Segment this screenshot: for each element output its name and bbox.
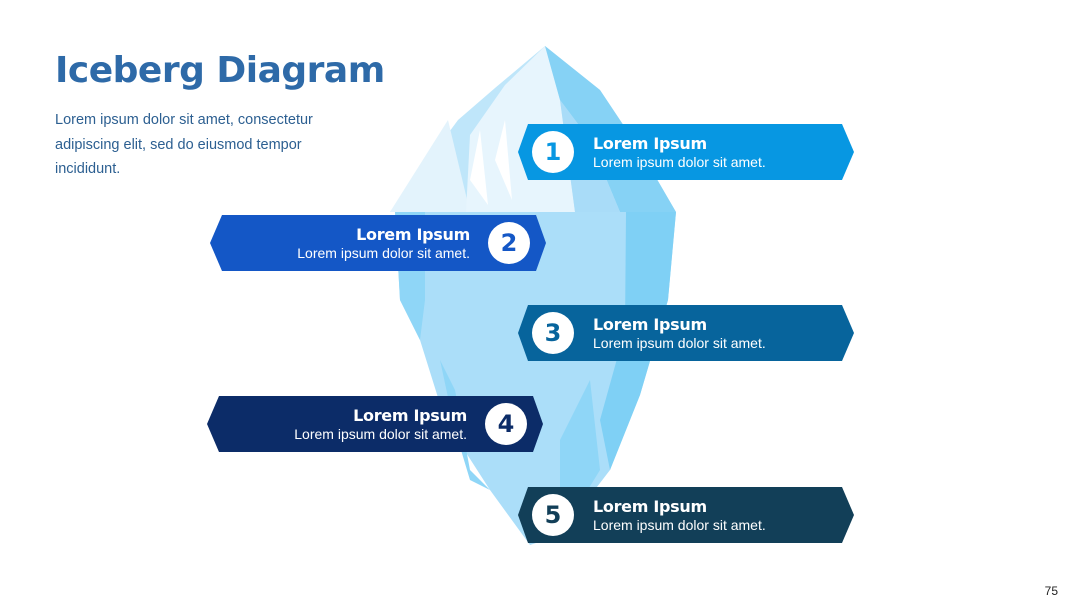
banner-shape: [518, 305, 854, 361]
iceberg-tip-left-face: [390, 120, 470, 212]
banner-shape: [210, 215, 546, 271]
iceberg-item-3: 3 Lorem Ipsum Lorem ipsum dolor sit amet…: [518, 305, 854, 361]
item-heading: Lorem Ipsum: [353, 406, 467, 425]
item-number-badge: 2: [488, 222, 530, 264]
iceberg-item-5: 5 Lorem Ipsum Lorem ipsum dolor sit amet…: [518, 487, 854, 543]
item-text: Lorem ipsum dolor sit amet.: [294, 426, 467, 442]
iceberg-item-4: 4 Lorem Ipsum Lorem ipsum dolor sit amet…: [207, 396, 543, 452]
iceberg-underwater-body: [395, 212, 676, 545]
item-number-badge: 4: [485, 403, 527, 445]
item-heading: Lorem Ipsum: [593, 315, 707, 334]
item-number-badge: 1: [532, 131, 574, 173]
iceberg-tip-crack-2: [470, 130, 488, 205]
banner-shape: [518, 487, 854, 543]
iceberg-underwater-facet: [440, 360, 490, 490]
item-number-badge: 3: [532, 312, 574, 354]
item-text: Lorem ipsum dolor sit amet.: [593, 154, 766, 170]
iceberg-tip-crack: [495, 120, 512, 200]
page-description: Lorem ipsum dolor sit amet, consectetur …: [55, 112, 313, 177]
item-heading: Lorem Ipsum: [356, 225, 470, 244]
item-heading: Lorem Ipsum: [593, 497, 707, 516]
item-text: Lorem ipsum dolor sit amet.: [593, 517, 766, 533]
item-heading: Lorem Ipsum: [593, 134, 707, 153]
page-title: Iceberg Diagram: [55, 50, 385, 91]
page-number: 75: [1044, 584, 1058, 598]
banner-shape: [207, 396, 543, 452]
iceberg-item-2: 2 Lorem Ipsum Lorem ipsum dolor sit amet…: [210, 215, 546, 271]
item-text: Lorem ipsum dolor sit amet.: [297, 245, 470, 261]
banner-shape: [518, 124, 854, 180]
item-text: Lorem ipsum dolor sit amet.: [593, 335, 766, 351]
item-number-badge: 5: [532, 494, 574, 536]
iceberg-item-1: 1 Lorem Ipsum Lorem ipsum dolor sit amet…: [518, 124, 854, 180]
